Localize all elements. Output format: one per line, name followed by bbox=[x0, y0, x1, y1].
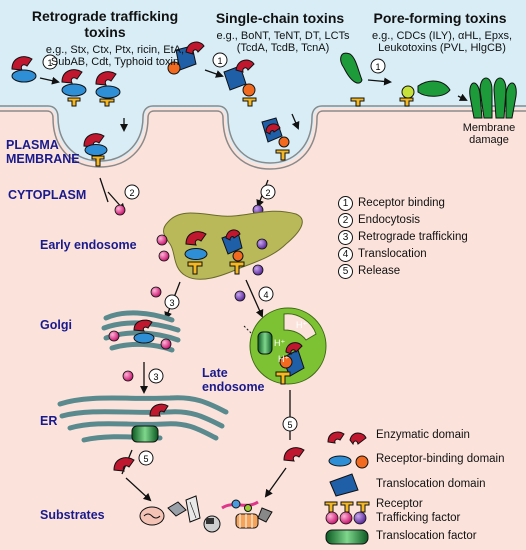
svg-text:3: 3 bbox=[169, 298, 174, 308]
step-number: 5 bbox=[338, 264, 353, 279]
retro-toxin-bound bbox=[61, 69, 121, 99]
svg-text:1: 1 bbox=[217, 56, 222, 66]
legend-translocation-factor-label: Translocation factor bbox=[376, 530, 477, 542]
receptor bbox=[67, 97, 414, 107]
legend-receptor-binding-label: Receptor-binding domain bbox=[376, 453, 505, 465]
step-legend-5: 5 Release bbox=[338, 264, 400, 279]
examples-retrograde: e.g., Stx, Ctx, Ptx, ricin, EtA, SubAB, … bbox=[45, 44, 185, 68]
plasma-membrane bbox=[0, 105, 526, 170]
label-membrane-damage: Membrane damage bbox=[462, 122, 516, 146]
legend-receptor-glyph bbox=[324, 501, 370, 513]
retro-toxin-free bbox=[11, 56, 37, 83]
step-number: 1 bbox=[338, 196, 353, 211]
early-endosome bbox=[156, 210, 303, 280]
step-number: 3 bbox=[338, 230, 353, 245]
step-label: Receptor binding bbox=[358, 197, 445, 209]
retro-endocytic-pit-toxin bbox=[83, 133, 108, 167]
step-marker-5-er: 5 bbox=[113, 449, 154, 502]
late-endosome: H⁺ H⁺ H⁺ bbox=[243, 307, 327, 385]
step-label: Endocytosis bbox=[358, 214, 421, 226]
substrates-cluster bbox=[139, 495, 273, 533]
legend-trafficking-glyph bbox=[325, 511, 367, 525]
membrane-pore-complex bbox=[469, 77, 517, 119]
step-legend-2: 2 Endocytosis bbox=[338, 213, 420, 228]
step-marker-1-single: 1 bbox=[204, 52, 228, 78]
svg-text:1: 1 bbox=[375, 62, 380, 72]
svg-text:5: 5 bbox=[143, 454, 148, 464]
svg-text:5: 5 bbox=[287, 420, 292, 430]
svg-text:2: 2 bbox=[129, 188, 134, 198]
svg-text:1: 1 bbox=[47, 58, 52, 68]
label-cytoplasm: CYTOPLASM bbox=[8, 188, 87, 202]
label-er: ER bbox=[40, 414, 58, 428]
step-marker-1-pore: 1 bbox=[367, 58, 392, 86]
header-pore-forming: Pore-forming toxins bbox=[373, 10, 507, 26]
proton-label: H⁺ bbox=[296, 320, 307, 330]
label-plasma-membrane: PLASMA MEMBRANE bbox=[6, 138, 80, 166]
pore-toxin-bound bbox=[401, 80, 451, 99]
header-retrograde: Retrograde trafficking toxins bbox=[31, 8, 179, 40]
label-early-endosome: Early endosome bbox=[40, 238, 137, 252]
step-marker-3-to-golgi: 3 bbox=[150, 281, 181, 320]
legend-enzymatic-label: Enzymatic domain bbox=[376, 429, 470, 441]
step-label: Release bbox=[358, 265, 401, 277]
pore-toxin-free bbox=[340, 52, 363, 84]
single-endocytic-pit-toxin bbox=[261, 117, 290, 161]
step-marker-3-to-er: 3 bbox=[122, 362, 164, 394]
legend-receptor-label: Receptor bbox=[376, 498, 423, 510]
legend-receptor-binding-glyph bbox=[328, 455, 369, 469]
step-number: 4 bbox=[338, 247, 353, 262]
legend-translocation-factor-glyph bbox=[325, 529, 369, 545]
step-marker-1-retro: 1 bbox=[39, 54, 60, 85]
step-marker-4: 4 bbox=[234, 279, 274, 318]
examples-single-chain: e.g., BoNT, TeNT, DT, LCTs (TcdA, TcdB, … bbox=[216, 30, 350, 54]
step-marker-2-single: 2 bbox=[252, 179, 276, 216]
legend-translocation-label: Translocation domain bbox=[376, 478, 486, 490]
step-marker-2-retro: 2 bbox=[99, 177, 140, 216]
proton-label: H⁺ bbox=[278, 354, 289, 364]
step-legend-4: 4 Translocation bbox=[338, 247, 427, 262]
step-legend-1: 1 Receptor binding bbox=[338, 196, 445, 211]
proton-label: H⁺ bbox=[274, 338, 285, 348]
svg-text:4: 4 bbox=[263, 290, 268, 300]
golgi bbox=[101, 310, 181, 353]
step-legend-3: 3 Retrograde trafficking bbox=[338, 230, 468, 245]
step-label: Retrograde trafficking bbox=[358, 231, 468, 243]
label-golgi: Golgi bbox=[40, 318, 72, 332]
svg-text:2: 2 bbox=[265, 188, 270, 198]
legend-enzymatic-glyph bbox=[327, 431, 367, 446]
er bbox=[57, 395, 229, 443]
step-number: 2 bbox=[338, 213, 353, 228]
svg-text:3: 3 bbox=[153, 372, 158, 382]
header-single-chain: Single-chain toxins bbox=[215, 10, 345, 26]
step-label: Translocation bbox=[358, 248, 427, 260]
legend-trafficking-label: Trafficking factor bbox=[376, 512, 461, 524]
legend-translocation-glyph bbox=[329, 473, 359, 497]
label-late-endosome: Late endosome bbox=[202, 366, 265, 394]
single-chain-toxin-bound bbox=[223, 59, 256, 97]
step-marker-5-late: 5 bbox=[264, 390, 305, 498]
examples-pore-forming: e.g., CDCs (ILY), αHL, Epxs, Leukotoxins… bbox=[371, 30, 513, 54]
single-chain-toxin-free bbox=[167, 41, 205, 75]
label-substrates: Substrates bbox=[40, 508, 105, 522]
extracellular-background bbox=[0, 0, 526, 165]
